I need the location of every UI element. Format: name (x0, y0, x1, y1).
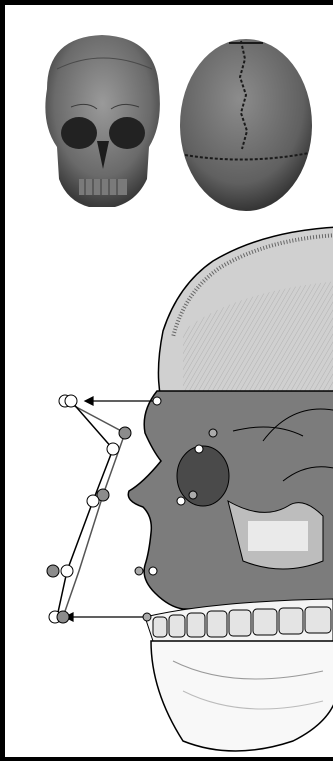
landmark-lines (57, 401, 125, 617)
mandible (151, 641, 333, 751)
arrows (65, 397, 153, 621)
series-white-line (57, 401, 113, 617)
skull-superior-photo (171, 29, 321, 213)
skull-frontal-photo (27, 29, 177, 213)
series-gray-line (63, 401, 125, 617)
face-region (128, 391, 333, 609)
skull-lateral-illustration (33, 221, 333, 761)
